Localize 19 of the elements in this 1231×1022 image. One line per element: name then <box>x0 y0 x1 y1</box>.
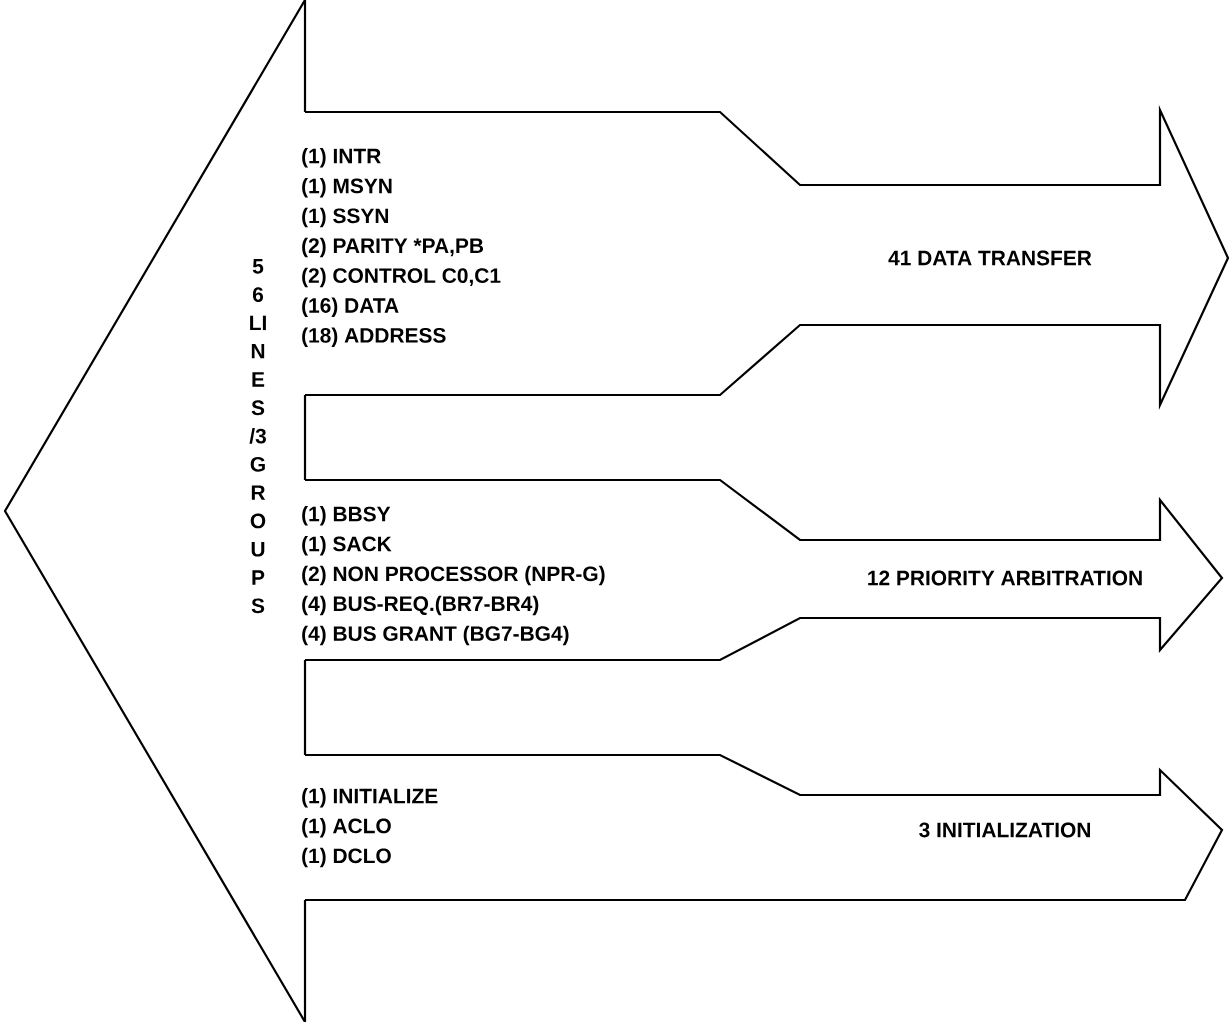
node-label: (4) BUS GRANT (BG7-BG4) <box>302 625 569 646</box>
node-label: (1) INTR <box>302 148 381 168</box>
node-label: (2) PARITY *PA,PB <box>302 237 484 258</box>
signal-list: (1) INITIALIZE (1) ACLO (1) DCLO <box>302 788 438 868</box>
node-label: (16) DATA <box>302 297 399 318</box>
node-label: (1) BBSY <box>302 506 391 526</box>
node-label: (1) MSYN <box>302 177 392 198</box>
signal-list: (1) BBSY (1) SACK (2) NON PROCESSOR (NPR-G) (4) BUS-REQ.(BR7-BR4) (4) BUS GRANT (BG7-BG4) <box>302 506 605 646</box>
node-label: (4) BUS-REQ.(BR7-BR4) <box>302 595 539 616</box>
group-label: 41 DATA TRANSFER <box>888 250 1092 266</box>
node-label: (2) NON PROCESSOR (NPR-G) <box>302 565 605 586</box>
vertical-label: 56 LINES /3 GROUPS <box>249 259 266 614</box>
group-label: 12 PRIORITY ARBITRATION <box>868 570 1142 586</box>
node-label: (1) SACK <box>302 535 392 556</box>
node-label: (1) SSYN <box>302 207 389 228</box>
node-label: (18) ADDRESS <box>302 327 446 347</box>
group-label: 3 INITIALIZATION <box>919 822 1090 838</box>
node-label: (2) CONTROL C0,C1 <box>302 267 501 288</box>
signal-list: (1) INTR (1) MSYN (1) SSYN (2) PARITY *PA,PB (2) CONTROL C0,C1 (16) DATA (18) ADDRESS <box>302 148 501 347</box>
